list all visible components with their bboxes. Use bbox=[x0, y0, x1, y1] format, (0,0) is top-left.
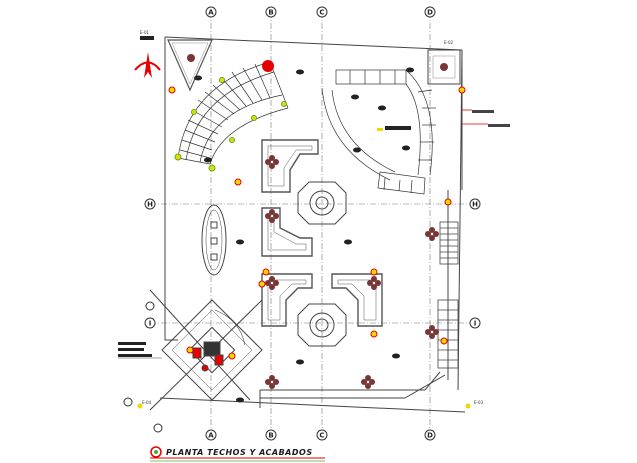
section-mark-1: E-01 bbox=[140, 30, 150, 35]
grid-lines bbox=[150, 12, 475, 440]
building-outline bbox=[159, 36, 466, 413]
planters bbox=[265, 155, 439, 389]
section-mark-4: E-04 bbox=[142, 400, 152, 405]
axis-label-C: C bbox=[319, 9, 324, 17]
light-fixtures bbox=[194, 67, 414, 403]
section-mark-2: E-02 bbox=[444, 40, 454, 45]
axis-label-A: A bbox=[208, 9, 214, 17]
axis-label-D: D bbox=[427, 9, 433, 17]
axis-label-B-bottom: B bbox=[268, 432, 273, 440]
axis-label-A-bottom: A bbox=[208, 432, 214, 440]
curved-staircase-right bbox=[321, 69, 436, 195]
curved-staircase bbox=[177, 61, 289, 165]
drawing-title-text: PLANTA TECHOS Y ACABADOS bbox=[166, 448, 313, 457]
drawing-title: PLANTA TECHOS Y ACABADOS bbox=[150, 446, 325, 462]
section-markers: E-01 E-02 E-03 E-04 bbox=[137, 30, 484, 409]
section-mark-3: E-03 bbox=[474, 400, 484, 405]
axis-label-D-bottom: D bbox=[427, 432, 433, 440]
oval-kiosk bbox=[201, 204, 227, 276]
axis-bubbles: A B C D A B C D H H I I bbox=[123, 6, 481, 441]
north-arrow-icon bbox=[134, 36, 161, 78]
corner-planter bbox=[167, 39, 213, 92]
stair-markers bbox=[168, 60, 287, 186]
diamond-pavilion bbox=[149, 289, 263, 411]
accent-markers bbox=[258, 198, 452, 345]
fountains bbox=[297, 181, 347, 347]
axis-label-H: H bbox=[147, 201, 153, 209]
axis-label-I-right: I bbox=[474, 320, 477, 328]
axis-label-I: I bbox=[149, 320, 152, 328]
axis-label-B: B bbox=[268, 9, 273, 17]
axis-label-C-bottom: C bbox=[319, 432, 324, 440]
axis-label-H-right: H bbox=[472, 201, 478, 209]
callouts bbox=[118, 109, 510, 359]
zigzag-walls bbox=[261, 139, 383, 327]
top-right-box bbox=[427, 49, 466, 94]
